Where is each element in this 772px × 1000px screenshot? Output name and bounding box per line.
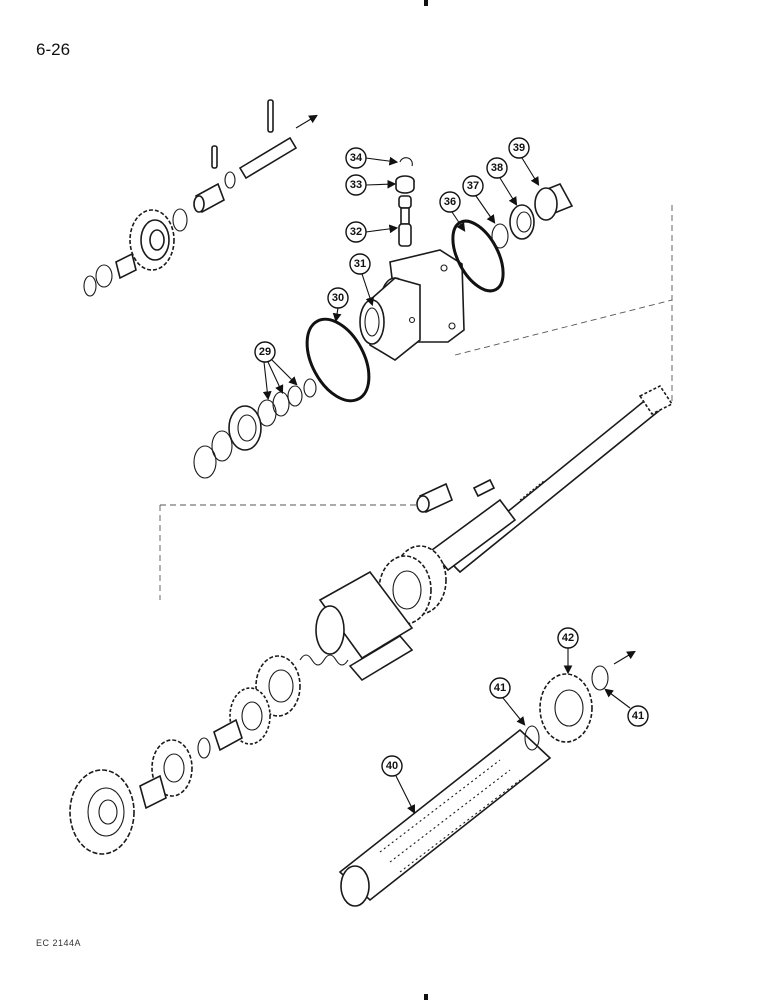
svg-text:36: 36 — [444, 196, 456, 208]
washer-upper — [172, 208, 188, 232]
svg-text:41: 41 — [632, 710, 644, 722]
callout-30: 30 — [327, 287, 349, 323]
part-32-plunger — [398, 195, 412, 247]
upper-shaft-assembly — [83, 99, 318, 297]
coupler-sleeve — [315, 570, 414, 682]
figure-code: EC 2144A — [36, 938, 82, 948]
bolt — [416, 482, 454, 514]
callout-41-right: 41 — [604, 688, 649, 727]
svg-text:38: 38 — [491, 162, 503, 174]
part-42-gear — [539, 673, 593, 743]
part-29-bearing-stack — [193, 378, 317, 479]
direction-arrow-upper — [295, 114, 318, 129]
registration-mark — [424, 0, 428, 6]
callout-33: 33 — [345, 174, 397, 196]
svg-text:37: 37 — [467, 180, 479, 192]
callout-31: 31 — [349, 253, 375, 307]
svg-text:34: 34 — [350, 152, 363, 164]
part-39-sleeve — [534, 182, 574, 221]
main-shaft — [430, 384, 674, 574]
gear-lower-left-a — [139, 739, 193, 810]
callout-41-left: 41 — [489, 677, 526, 726]
svg-text:41: 41 — [494, 682, 506, 694]
callout-39: 39 — [508, 137, 540, 186]
page-number: 6-26 — [36, 40, 71, 59]
registration-mark-bottom — [424, 994, 428, 1000]
snap-ring-upper — [224, 171, 236, 189]
direction-arrow-lower — [613, 650, 636, 665]
part-38-bearing — [509, 204, 535, 240]
svg-text:33: 33 — [350, 179, 362, 191]
svg-text:30: 30 — [332, 292, 344, 304]
callout-32: 32 — [345, 221, 399, 243]
bushing — [115, 252, 137, 280]
callout-38: 38 — [486, 157, 518, 206]
callout-37: 37 — [462, 175, 496, 224]
part-30-o-ring — [305, 317, 371, 403]
part-40-splined-shaft — [338, 728, 552, 907]
svg-text:42: 42 — [562, 632, 574, 644]
svg-text:40: 40 — [386, 760, 398, 772]
pin-top — [267, 99, 274, 133]
ring-upper-b — [83, 275, 97, 297]
dashed-frame — [159, 205, 673, 600]
upper-shaft — [238, 136, 298, 180]
callout-42: 42 — [557, 627, 579, 675]
spring — [299, 654, 349, 666]
part-34-clip — [399, 157, 413, 167]
part-41-snap-ring-a — [524, 725, 540, 751]
ring-upper-a — [95, 264, 113, 288]
pin-small — [211, 145, 218, 169]
part-31-housing — [359, 249, 465, 361]
part-33-cap — [395, 175, 415, 194]
part-41-snap-ring-b — [591, 665, 609, 691]
callout-36: 36 — [439, 191, 466, 232]
svg-text:39: 39 — [513, 142, 525, 154]
callout-34: 34 — [345, 147, 399, 169]
part-37-washer — [491, 223, 509, 249]
svg-text:31: 31 — [354, 258, 366, 270]
svg-text:32: 32 — [350, 226, 362, 238]
callout-40: 40 — [381, 755, 415, 814]
key — [472, 478, 496, 498]
svg-text:29: 29 — [259, 346, 271, 358]
callout-29: 29 — [254, 341, 298, 401]
small-shaft-collar — [197, 718, 243, 759]
upper-gear — [129, 209, 175, 271]
gear-lower-left-large — [69, 769, 135, 855]
